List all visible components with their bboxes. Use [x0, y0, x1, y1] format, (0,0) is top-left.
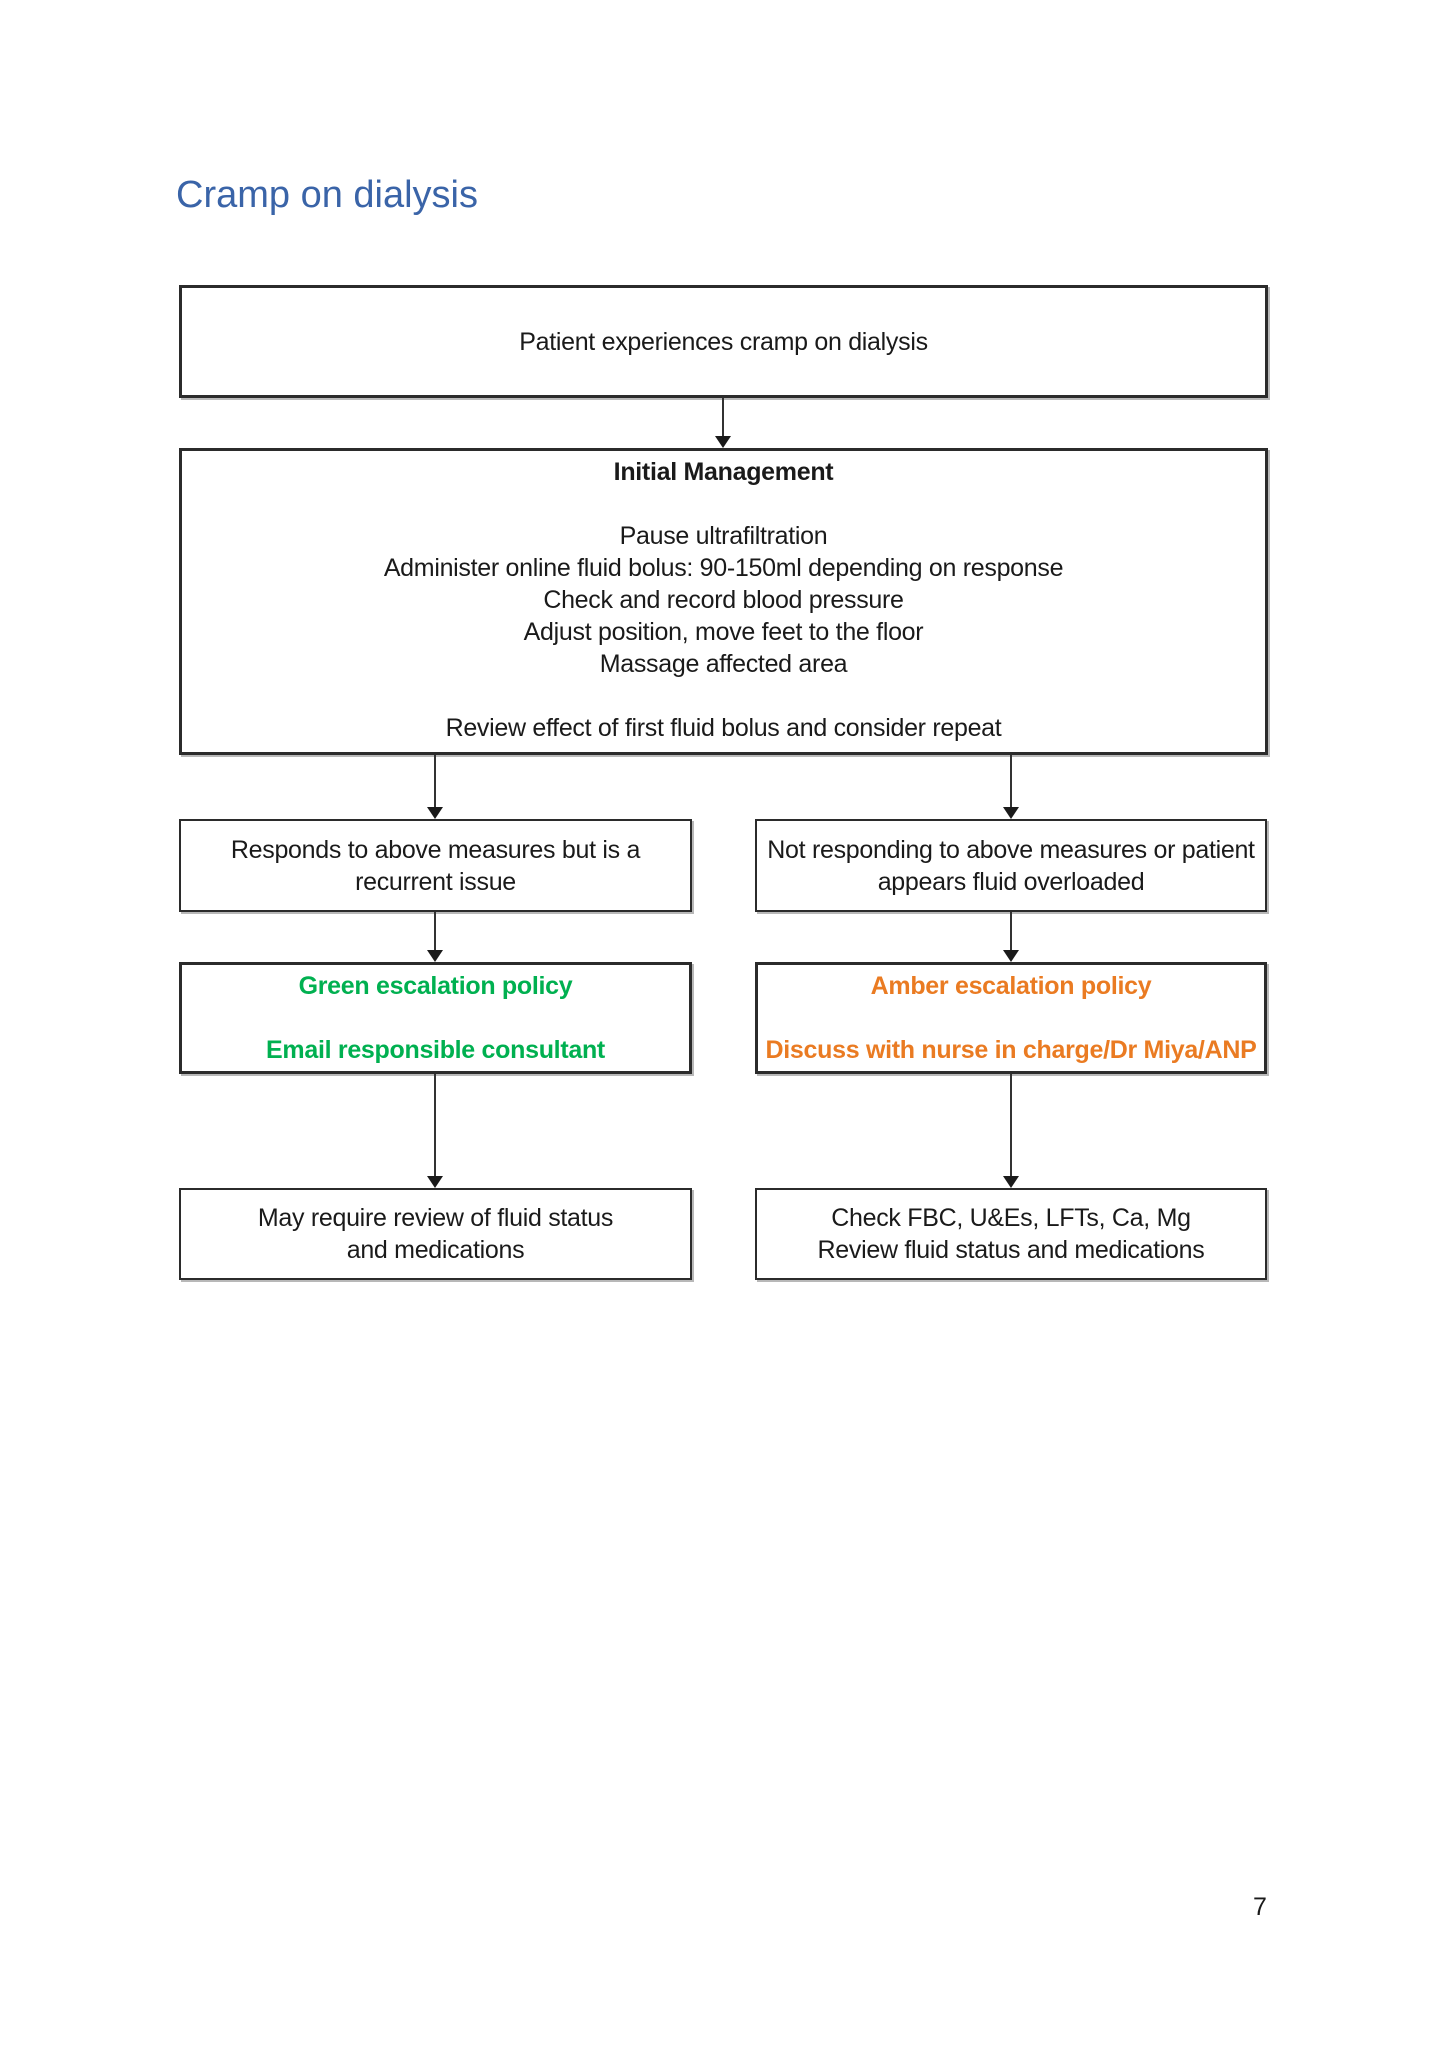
arrow-head-icon	[715, 436, 731, 448]
arrow-stem	[434, 1074, 436, 1178]
flow-box-text: Discuss with nurse in charge/Dr Miya/ANP	[765, 1036, 1257, 1064]
flow-box-text: Email responsible consultant	[266, 1036, 605, 1064]
flow-box-text: Review fluid status and medications	[817, 1236, 1205, 1264]
blank-line	[182, 488, 1265, 520]
flow-arrow-down	[1003, 1074, 1019, 1188]
arrow-stem	[722, 398, 724, 438]
flow-box-text: Administer online fluid bolus: 90-150ml …	[383, 554, 1064, 582]
blank-line	[182, 680, 1265, 712]
page-number: 7	[1253, 1893, 1267, 1921]
flow-box-text: Review effect of first fluid bolus and c…	[445, 714, 1002, 742]
flow-box-text: Not responding to above measures or pati…	[767, 835, 1255, 864]
flow-box-text: appears fluid overloaded	[877, 867, 1145, 896]
flow-box-text: Check FBC, U&Es, LFTs, Ca, Mg	[831, 1204, 1191, 1232]
flow-box-text: and medications	[346, 1236, 525, 1264]
arrow-head-icon	[1003, 807, 1019, 819]
flow-box-text: recurrent issue	[355, 867, 516, 896]
blank-line	[758, 1002, 1264, 1034]
arrow-stem	[434, 912, 436, 952]
flow-box-patient-cramp: Patient experiences cramp on dialysis	[179, 285, 1268, 398]
flow-box-heading: Amber escalation policy	[870, 972, 1152, 1000]
arrow-head-icon	[427, 1176, 443, 1188]
flow-box-text: Pause ultrafiltration	[619, 522, 828, 550]
flow-box-green-escalation: Green escalation policy Email responsibl…	[179, 962, 692, 1074]
flow-box-initial-management: Initial Management Pause ultrafiltration…	[179, 448, 1268, 755]
flow-box-check-bloods: Check FBC, U&Es, LFTs, Ca, Mg Review flu…	[755, 1188, 1267, 1280]
flow-box-text: Massage affected area	[599, 650, 848, 678]
flow-box-not-responding: Not responding to above measures or pati…	[755, 819, 1267, 912]
arrow-stem	[1010, 1074, 1012, 1178]
flow-box-heading: Initial Management	[613, 458, 834, 486]
flow-arrow-down	[1003, 912, 1019, 962]
arrow-head-icon	[1003, 1176, 1019, 1188]
flow-box-text: Responds to above measures but is a	[230, 835, 641, 864]
flow-box-amber-escalation: Amber escalation policy Discuss with nur…	[755, 962, 1267, 1074]
flow-arrow-down	[427, 1074, 443, 1188]
flow-box-heading: Green escalation policy	[298, 972, 573, 1000]
arrow-stem	[434, 755, 436, 809]
arrow-head-icon	[427, 807, 443, 819]
flow-arrow-down	[1003, 755, 1019, 819]
flow-box-text: Check and record blood pressure	[543, 586, 904, 614]
flow-box-review-fluid: May require review of fluid status and m…	[179, 1188, 692, 1280]
arrow-stem	[1010, 912, 1012, 952]
arrow-head-icon	[427, 950, 443, 962]
blank-line	[182, 1002, 689, 1034]
arrow-head-icon	[1003, 950, 1019, 962]
arrow-stem	[1010, 755, 1012, 809]
page-title: Cramp on dialysis	[176, 174, 478, 216]
flow-box-text: May require review of fluid status	[257, 1204, 614, 1232]
flow-box-text: Patient experiences cramp on dialysis	[519, 327, 928, 356]
flow-arrow-down	[427, 912, 443, 962]
flow-arrow-down	[715, 398, 731, 448]
flow-box-text: Adjust position, move feet to the floor	[523, 618, 924, 646]
flow-box-responds-recurrent: Responds to above measures but is a recu…	[179, 819, 692, 912]
flow-arrow-down	[427, 755, 443, 819]
